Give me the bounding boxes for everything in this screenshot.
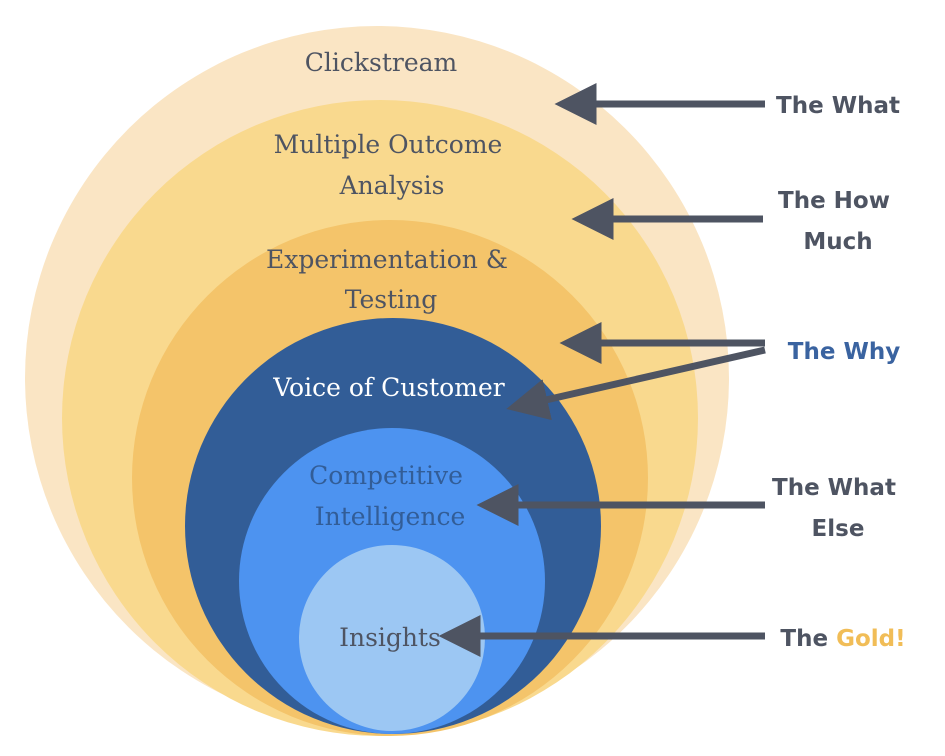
side-label-the-gold: The Gold! — [780, 626, 905, 652]
side-label-the-how-much: The How Much — [778, 188, 898, 255]
label-clickstream: Clickstream — [305, 48, 458, 77]
side-label-gold-word: Gold! — [836, 626, 906, 652]
label-multiple-outcome-analysis: Multiple Outcome Analysis — [274, 130, 511, 200]
side-label-the-what: The What — [776, 93, 900, 119]
arrow-the-why-lower — [506, 346, 766, 421]
side-label-the-why: The Why — [788, 339, 900, 365]
side-label-the-what-else: The What Else — [772, 475, 904, 542]
side-label-gold-prefix: The — [780, 626, 836, 652]
label-experimentation-testing: Experimentation & Testing — [266, 245, 516, 314]
label-competitive-intelligence: Competitive Intelligence — [309, 461, 471, 531]
arrows — [438, 83, 766, 657]
ring-insights — [299, 545, 485, 731]
label-voice-of-customer: Voice of Customer — [272, 373, 504, 402]
label-insights: Insights — [339, 623, 441, 652]
